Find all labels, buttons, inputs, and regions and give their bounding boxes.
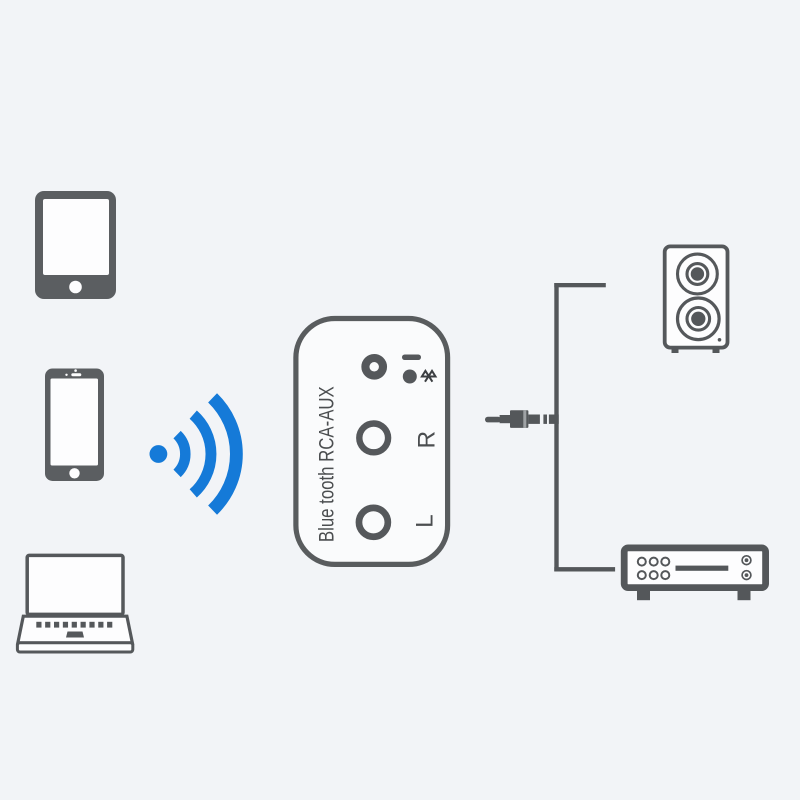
svg-text:Blue tooth RCA-AUX: Blue tooth RCA-AUX	[316, 386, 339, 542]
svg-text:L: L	[411, 514, 438, 528]
svg-text:R: R	[413, 431, 440, 449]
